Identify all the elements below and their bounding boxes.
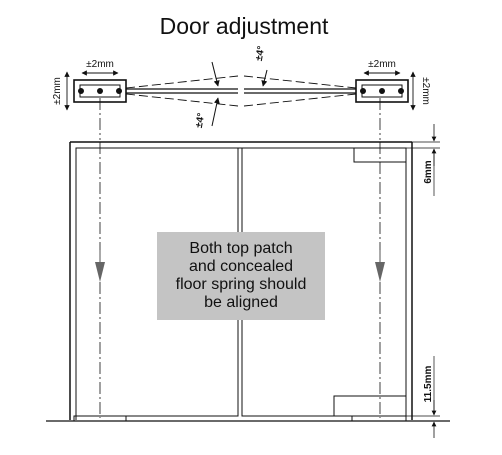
bottom-gap-dimension: 11.5mm: [423, 366, 434, 403]
right-alignment-arrow: [375, 262, 385, 282]
left-horizontal-tolerance: ±2mm: [86, 59, 114, 70]
note-line: and concealed: [188, 258, 294, 275]
note-line: floor spring should: [175, 276, 307, 293]
right-vertical-tolerance: ±2mm: [420, 77, 431, 105]
right-floor-spring: [351, 415, 407, 422]
left-alignment-arrow: [95, 262, 105, 282]
bottom-patch-fitting: [333, 395, 407, 417]
note-line: Both top patch: [189, 240, 293, 257]
top-patch-assembly: ±4° ±4° ±2mm ±2mm ±2mm ±2mm: [52, 45, 431, 140]
left-floor-spring: [73, 415, 127, 422]
alignment-note: Both top patch and concealed floor sprin…: [157, 232, 325, 320]
note-line: be aligned: [204, 294, 278, 311]
angle-bottom-label: ±4°: [194, 112, 207, 129]
angle-top-label: ±4°: [254, 45, 267, 62]
left-vertical-tolerance: ±2mm: [52, 77, 63, 105]
right-horizontal-tolerance: ±2mm: [368, 59, 396, 70]
diagram-title: Door adjustment: [160, 13, 329, 39]
top-gap-dimension: 6mm: [423, 160, 434, 183]
